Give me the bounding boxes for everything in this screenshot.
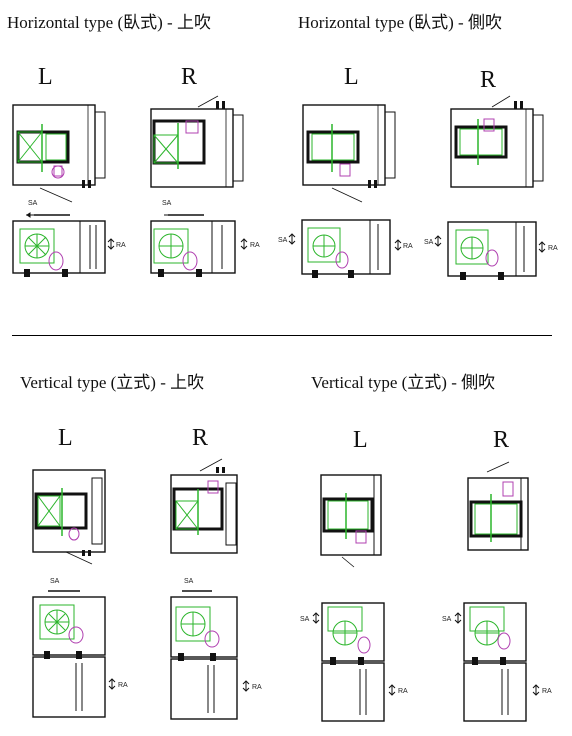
ra-label: RA <box>118 682 128 689</box>
v-top-right-plan <box>170 458 238 554</box>
label-left-h2: L <box>344 64 359 90</box>
v-side-left-elev: SA RA <box>300 602 408 722</box>
sa-label: SA <box>278 237 288 244</box>
sa-label: SA <box>28 200 38 207</box>
sa-label: SA <box>424 239 434 246</box>
sa-label: SA <box>162 200 172 207</box>
v-side-right-elev: SA RA <box>442 602 552 722</box>
ra-label: RA <box>403 243 413 250</box>
section-title-horizontal-top: Horizontal type (臥式) - 上吹 <box>7 13 211 32</box>
ra-label: RA <box>548 245 558 252</box>
h-top-left-plan <box>12 104 106 203</box>
sa-label: SA <box>442 616 452 623</box>
label-right-h1: R <box>181 64 198 90</box>
h-top-left-elev: SA RA <box>12 200 126 277</box>
v-top-right-elev: SA RA <box>170 578 262 720</box>
h-side-right-elev: SA RA <box>424 221 558 280</box>
ra-label: RA <box>250 242 260 249</box>
label-left-v1: L <box>58 425 73 451</box>
sa-label: SA <box>300 616 310 623</box>
sa-label: SA <box>50 578 60 585</box>
v-top-left-plan <box>32 469 106 565</box>
h-top-right-plan <box>150 95 244 188</box>
ra-label: RA <box>252 684 262 691</box>
section-title-vertical-side: Vertical type (立式) - 側吹 <box>311 373 496 392</box>
v-side-left-plan <box>320 474 382 568</box>
label-left-v2: L <box>353 427 368 453</box>
label-right-v2: R <box>493 427 510 453</box>
ra-label: RA <box>116 242 126 249</box>
section-divider <box>12 335 552 336</box>
ra-label: RA <box>398 688 408 695</box>
section-title-vertical-top: Vertical type (立式) - 上吹 <box>20 373 205 392</box>
v-top-left-elev: SA RA <box>32 578 128 718</box>
section-title-horizontal-side: Horizontal type (臥式) - 側吹 <box>298 13 502 32</box>
h-side-left-elev: SA RA <box>278 219 413 278</box>
h-side-right-plan <box>450 95 544 188</box>
label-right-h2: R <box>480 67 497 93</box>
v-side-right-plan <box>467 461 529 551</box>
sa-label: SA <box>184 578 194 585</box>
label-left-h1: L <box>38 64 53 90</box>
label-right-v1: R <box>192 425 209 451</box>
ra-label: RA <box>542 688 552 695</box>
h-side-left-plan <box>302 104 396 203</box>
h-top-right-elev: SA RA <box>150 200 260 277</box>
